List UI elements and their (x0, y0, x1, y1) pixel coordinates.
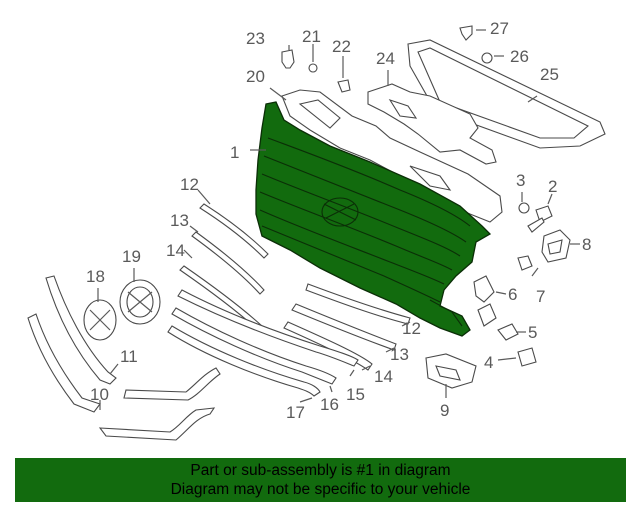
callout-21: 21 (302, 27, 321, 46)
part-16-lower-moulding[interactable] (171, 307, 337, 385)
callout-14-right: 14 (374, 367, 393, 386)
callout-1: 1 (230, 143, 239, 162)
callout-12-left: 12 (180, 175, 199, 194)
callout-9: 9 (440, 401, 449, 420)
callout-5: 5 (528, 323, 537, 342)
callout-3: 3 (516, 171, 525, 190)
callout-7: 7 (536, 287, 545, 306)
part-2-bolt[interactable] (527, 205, 553, 233)
part-6-bracket[interactable] (473, 275, 497, 327)
parts-diagram: 1 2 3 4 5 6 7 8 9 10 11 12 13 14 15 16 1… (27, 19, 606, 441)
callout-11: 11 (120, 347, 138, 366)
callout-27: 27 (490, 19, 509, 38)
part-12-moulding-right[interactable] (305, 283, 411, 325)
notice-banner: Part or sub-assembly is #1 in diagram Di… (15, 458, 626, 502)
part-17-lower-moulding[interactable] (167, 325, 321, 397)
part-19-emblem-bracket[interactable] (119, 279, 161, 325)
callout-15: 15 (346, 385, 365, 404)
callout-16: 16 (320, 395, 339, 414)
callout-22: 22 (332, 37, 351, 56)
notice-line-1: Part or sub-assembly is #1 in diagram (190, 462, 451, 479)
part-23-clip[interactable] (281, 49, 295, 69)
callout-17: 17 (286, 403, 305, 422)
part-13-moulding-left[interactable] (191, 231, 265, 295)
callout-labels: 1 2 3 4 5 6 7 8 9 10 11 12 13 14 15 16 1… (86, 19, 591, 422)
part-13-moulding-right[interactable] (291, 303, 397, 351)
callout-4: 4 (484, 353, 493, 372)
callout-24: 24 (376, 49, 395, 68)
callout-10: 10 (90, 385, 109, 404)
part-8-bracket[interactable] (541, 229, 571, 263)
part-4-nut[interactable] (517, 347, 537, 367)
part-27-clip[interactable] (459, 25, 473, 41)
notice-line-2: Diagram may not be specific to your vehi… (170, 481, 471, 498)
callout-14-left: 14 (166, 241, 185, 260)
callout-8: 8 (582, 235, 591, 254)
callout-19: 19 (122, 247, 141, 266)
callout-20: 20 (246, 67, 265, 86)
callout-leaders (97, 29, 580, 410)
part-7-nut[interactable] (517, 255, 533, 271)
callout-13-right: 13 (390, 345, 409, 364)
part-20-air-guide[interactable] (281, 89, 503, 223)
part-3-clip[interactable] (518, 202, 530, 214)
part-9-bracket[interactable] (425, 353, 477, 389)
part-11-side-moulding[interactable] (45, 275, 221, 401)
part-15-lower-moulding[interactable] (177, 289, 359, 367)
callout-6: 6 (508, 285, 517, 304)
callout-23: 23 (246, 29, 265, 48)
part-10-side-moulding[interactable] (27, 313, 216, 441)
part-25-upper-panel[interactable] (407, 39, 606, 149)
callout-25: 25 (540, 65, 559, 84)
callout-13-left: 13 (170, 211, 189, 230)
part-26-nut[interactable] (481, 52, 493, 64)
callout-26: 26 (510, 47, 529, 66)
part-18-emblem[interactable] (83, 299, 117, 341)
callout-12-right: 12 (402, 319, 421, 338)
part-1-grille-assembly[interactable] (255, 101, 492, 337)
part-12-moulding-left[interactable] (199, 203, 269, 259)
part-24-upper-bracket[interactable] (367, 83, 497, 165)
part-22-clip[interactable] (337, 79, 351, 93)
part-21-screw[interactable] (308, 63, 318, 73)
callout-18: 18 (86, 267, 105, 286)
callout-2: 2 (548, 177, 557, 196)
part-5-clip[interactable] (497, 323, 519, 341)
